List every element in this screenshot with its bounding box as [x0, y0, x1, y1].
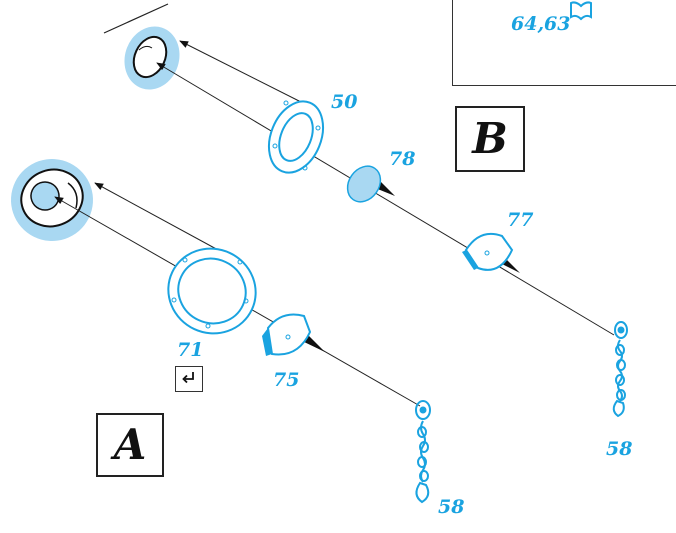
ring-part-71 [167, 247, 257, 335]
hole-a [11, 159, 93, 241]
return-arrow-icon [181, 370, 197, 389]
hole-b [124, 26, 180, 90]
panel-b-letter: B [472, 114, 508, 163]
guide-line-a-top [94, 182, 221, 252]
label-part-71: 71 [177, 339, 204, 361]
label-part-75: 75 [273, 369, 300, 391]
reference-inset-box: 64,63 [452, 0, 676, 86]
guide-line-b-top [179, 40, 306, 105]
surface-edge-line [103, 3, 169, 34]
disc-part-78 [346, 165, 382, 203]
panel-a-box: A [96, 413, 164, 477]
ring-part-50 [267, 100, 325, 174]
guide-line-b-bottom [156, 62, 615, 336]
panel-a-letter: A [113, 420, 147, 469]
chain-part-58-bottom [415, 400, 431, 504]
label-part-58-right: 58 [606, 438, 633, 460]
plate-part-77 [462, 232, 514, 271]
chain-part-58-right [612, 321, 628, 418]
return-marker-button[interactable] [175, 366, 203, 392]
book-icon [569, 1, 593, 25]
plate-part-75 [262, 313, 312, 356]
panel-b-box: B [455, 106, 525, 172]
label-part-77: 77 [507, 209, 534, 231]
label-part-58-bottom: 58 [438, 496, 465, 518]
label-part-50: 50 [331, 91, 358, 113]
label-part-78: 78 [389, 148, 416, 170]
ref-label-64-63: 64,63 [511, 13, 571, 35]
